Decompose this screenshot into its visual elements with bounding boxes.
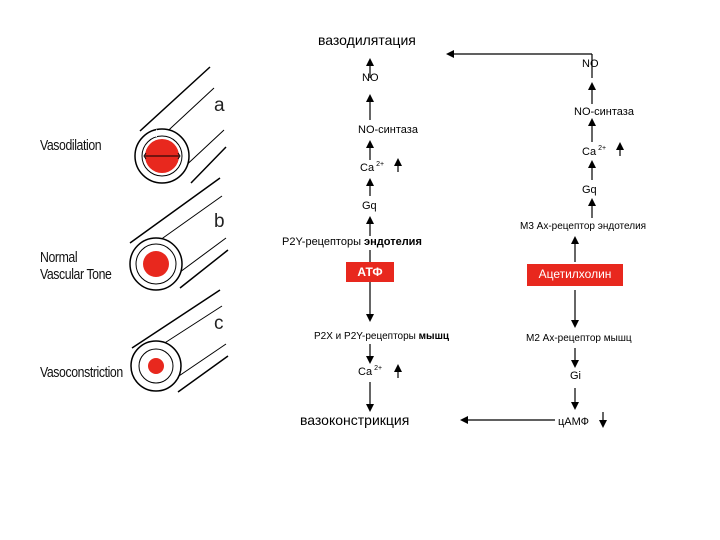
vasodilation-label: Vasodilation xyxy=(40,137,102,154)
acetylcholine-box: Ацетилхолин xyxy=(527,264,623,286)
no-right-node: NO xyxy=(582,58,599,70)
vessel-letter-a: a xyxy=(214,95,225,116)
p2y-endothelium-node: P2Y-рецепторы эндотелия xyxy=(282,236,422,248)
vessel-letter-c: c xyxy=(214,313,224,334)
vasoconstriction-label: Vasoconstriction xyxy=(40,364,123,381)
vessel-constricted xyxy=(130,289,229,393)
normal-tone-label-2: Vascular Tone xyxy=(40,266,112,283)
gq-left-node: Gq xyxy=(362,200,377,212)
gi-node: Gi xyxy=(570,370,581,382)
no-synthase-left-node: NO-синтаза xyxy=(358,124,418,136)
camp-node: цАМФ xyxy=(558,416,590,428)
vessel-letter-b: b xyxy=(214,211,225,232)
vasoconstriction-node: вазоконстрикция xyxy=(300,412,410,428)
no-left-node: NO xyxy=(362,72,379,84)
no-synthase-right-node: NO-синтаза xyxy=(574,106,634,118)
atp-box: АТФ xyxy=(346,262,394,282)
m2-muscle-node: М2 Ах-рецептор мышц xyxy=(526,333,632,344)
normal-tone-label-1: Normal xyxy=(40,249,78,266)
vessel-normal xyxy=(129,177,229,291)
diameter-label: d xyxy=(152,129,158,140)
p2x-muscle-node: P2X и P2Y-рецепторы мышц xyxy=(314,331,450,342)
vasodilation-node: вазодилятация xyxy=(318,32,416,48)
gq-right-node: Gq xyxy=(582,184,597,196)
m3-endothelium-node: М3 Ах-рецептор эндотелия xyxy=(520,221,647,232)
vessel-dilated xyxy=(134,66,227,184)
